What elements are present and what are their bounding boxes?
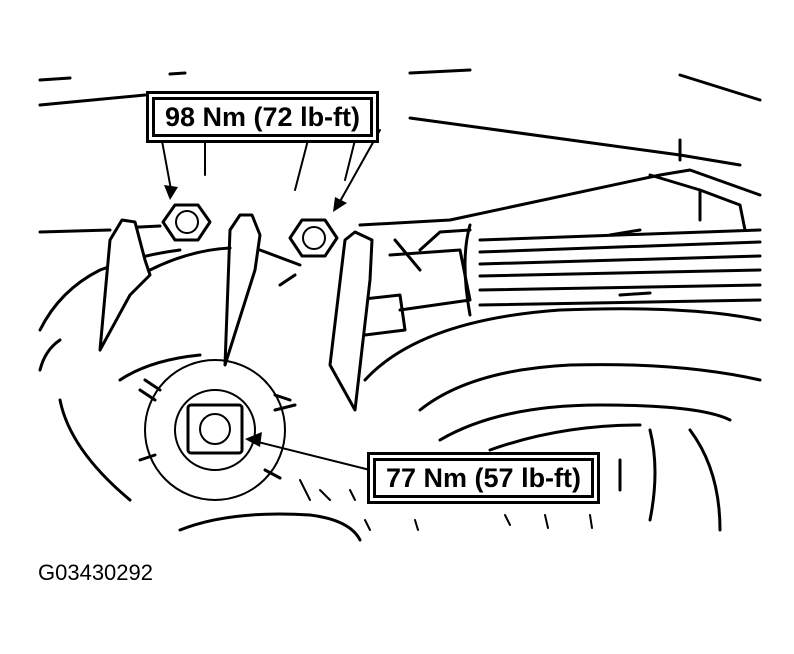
mounting-bracket: [353, 228, 472, 337]
arrow-head-left: [164, 185, 178, 200]
drive-pulley: [463, 173, 762, 317]
torque-label-pivot-bolt: 77 Nm (57 lb-ft): [373, 458, 595, 498]
upper-bolt-right: [288, 218, 339, 258]
engine-outline: [38, 68, 762, 372]
leader-lines: [159, 129, 593, 531]
tensioner-arms: [98, 213, 374, 412]
upper-bolt-left: [161, 203, 212, 242]
lower-housing: [58, 307, 762, 542]
figure-code: G03430292: [38, 560, 153, 585]
arrow-head-right: [333, 197, 347, 212]
torque-label-upper-bolts: 98 Nm (72 lb-ft): [152, 97, 374, 137]
arrow-head-bottom: [245, 432, 262, 447]
lower-pivot-bolt: [138, 359, 297, 501]
